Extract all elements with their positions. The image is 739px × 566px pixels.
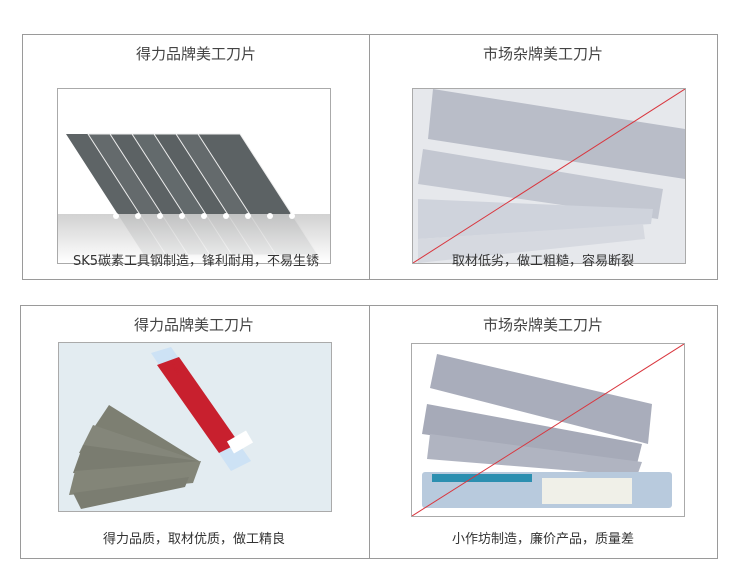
brand-blades-image: [57, 88, 331, 264]
brand-caption: 得力品质，取材优质，做工精良: [102, 532, 285, 547]
generic-caption: 取材低劣，做工粗糙，容易断裂: [451, 254, 634, 269]
brand-title: 得力品牌美工刀片: [135, 45, 256, 63]
comparison-panel-1: 得力品牌美工刀片 市场杂牌美工刀片 SK5碳素工具钢制造，锋利: [22, 34, 718, 280]
divider: [369, 306, 370, 558]
comparison-panel-2: 得力品牌美工刀片 市场杂牌美工刀片 deli 得力品质，取材优质，做工精良 小作…: [20, 305, 718, 559]
generic-title: 市场杂牌美工刀片: [482, 45, 603, 63]
brand-title: 得力品牌美工刀片: [133, 316, 254, 334]
generic-title: 市场杂牌美工刀片: [482, 316, 603, 334]
generic-caption: 小作坊制造，廉价产品，质量差: [451, 532, 634, 547]
brand-blades-package-image: deli: [58, 342, 332, 512]
generic-blades-package-image: [411, 343, 685, 517]
divider: [369, 35, 370, 279]
brand-caption: SK5碳素工具钢制造，锋利耐用，不易生锈: [72, 254, 320, 269]
generic-blades-image: [412, 88, 686, 264]
